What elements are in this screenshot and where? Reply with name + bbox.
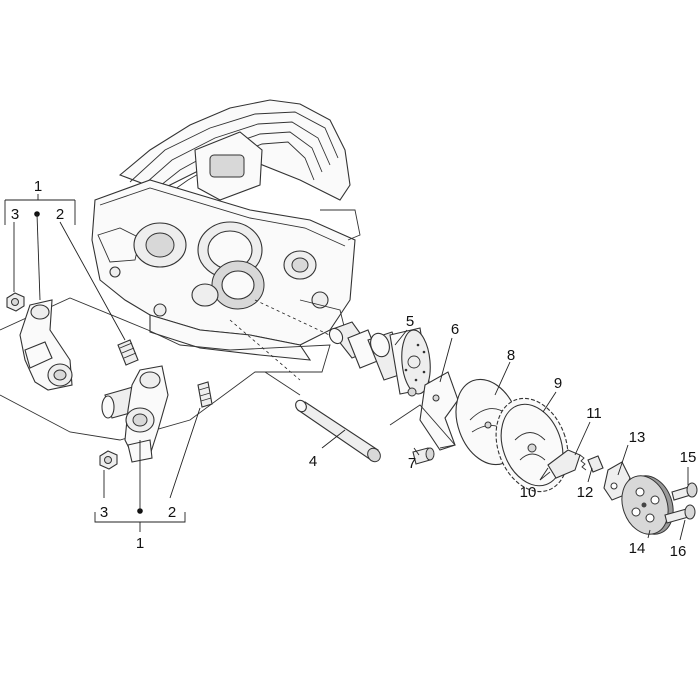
adjuster-screw-top — [117, 339, 139, 366]
callout-6: 6 — [451, 321, 459, 338]
cylinder-head — [91, 99, 361, 361]
camshaft — [328, 321, 431, 397]
callout-16: 16 — [670, 543, 687, 560]
bolt-16 — [664, 504, 696, 524]
callout-3-bottom: 3 — [100, 504, 108, 521]
bracket-top — [4, 194, 126, 341]
callout-14: 14 — [629, 540, 646, 557]
callout-5: 5 — [406, 313, 414, 330]
bracket-bottom — [94, 407, 201, 532]
callout-7: 7 — [408, 455, 416, 472]
callout-9: 9 — [554, 375, 562, 392]
rocker-group-frame — [0, 297, 331, 441]
callout-10: 10 — [520, 484, 537, 501]
spring-11 — [579, 454, 587, 471]
callout-1-top: 1 — [34, 178, 42, 195]
callout-4: 4 — [309, 453, 317, 470]
rocker-pin — [295, 399, 381, 463]
adjuster-screw-bottom — [197, 381, 213, 408]
callout-13: 13 — [629, 429, 646, 446]
callout-2-bottom: 2 — [168, 504, 176, 521]
rocker-arm-bottom — [124, 365, 169, 463]
nut-top — [6, 292, 25, 312]
cap-14 — [621, 475, 674, 535]
callout-2-top: 2 — [56, 206, 64, 223]
rocker-arm-top — [19, 299, 73, 391]
callout-3-top: 3 — [11, 206, 19, 223]
nut-bottom — [99, 450, 118, 470]
bolt-15 — [671, 482, 698, 501]
callout-11: 11 — [586, 405, 602, 422]
lever-10 — [539, 449, 581, 481]
callout-15: 15 — [680, 449, 697, 466]
cam-plate — [419, 371, 459, 451]
callout-8: 8 — [507, 347, 515, 364]
pin-12 — [587, 455, 604, 473]
callout-1-bottom: 1 — [136, 535, 144, 552]
callout-12: 12 — [577, 484, 594, 501]
